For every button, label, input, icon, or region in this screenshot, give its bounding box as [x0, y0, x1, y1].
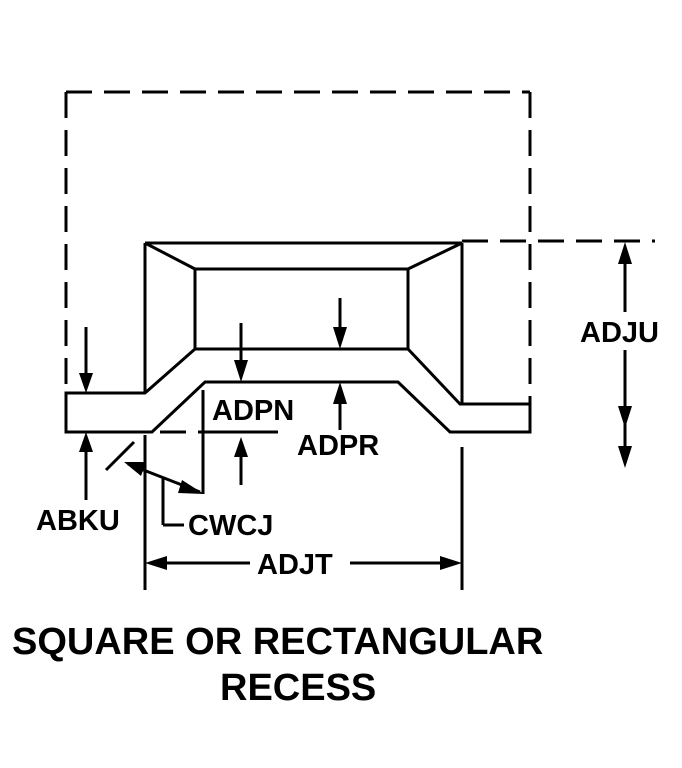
phantom-outline	[64, 90, 655, 434]
title-line-1: SQUARE OR RECTANGULAR	[12, 621, 543, 663]
title-line-2: RECESS	[220, 667, 376, 709]
recess-body	[143, 241, 464, 405]
label-adju: ADJU	[580, 317, 659, 349]
label-abku: ABKU	[36, 505, 120, 537]
adjt-dimension	[143, 435, 464, 590]
section-profile	[64, 347, 532, 434]
cwcj-dimension	[104, 440, 204, 527]
label-cwcj: CWCJ	[188, 510, 273, 542]
label-adjt: ADJT	[257, 549, 333, 581]
label-adpn: ADPN	[212, 395, 294, 427]
adpr-dimension	[333, 298, 347, 430]
label-adpr: ADPR	[297, 430, 379, 462]
adju-dimension	[618, 242, 632, 468]
adpn-dimension	[201, 323, 278, 494]
abku-dimension	[79, 327, 93, 500]
